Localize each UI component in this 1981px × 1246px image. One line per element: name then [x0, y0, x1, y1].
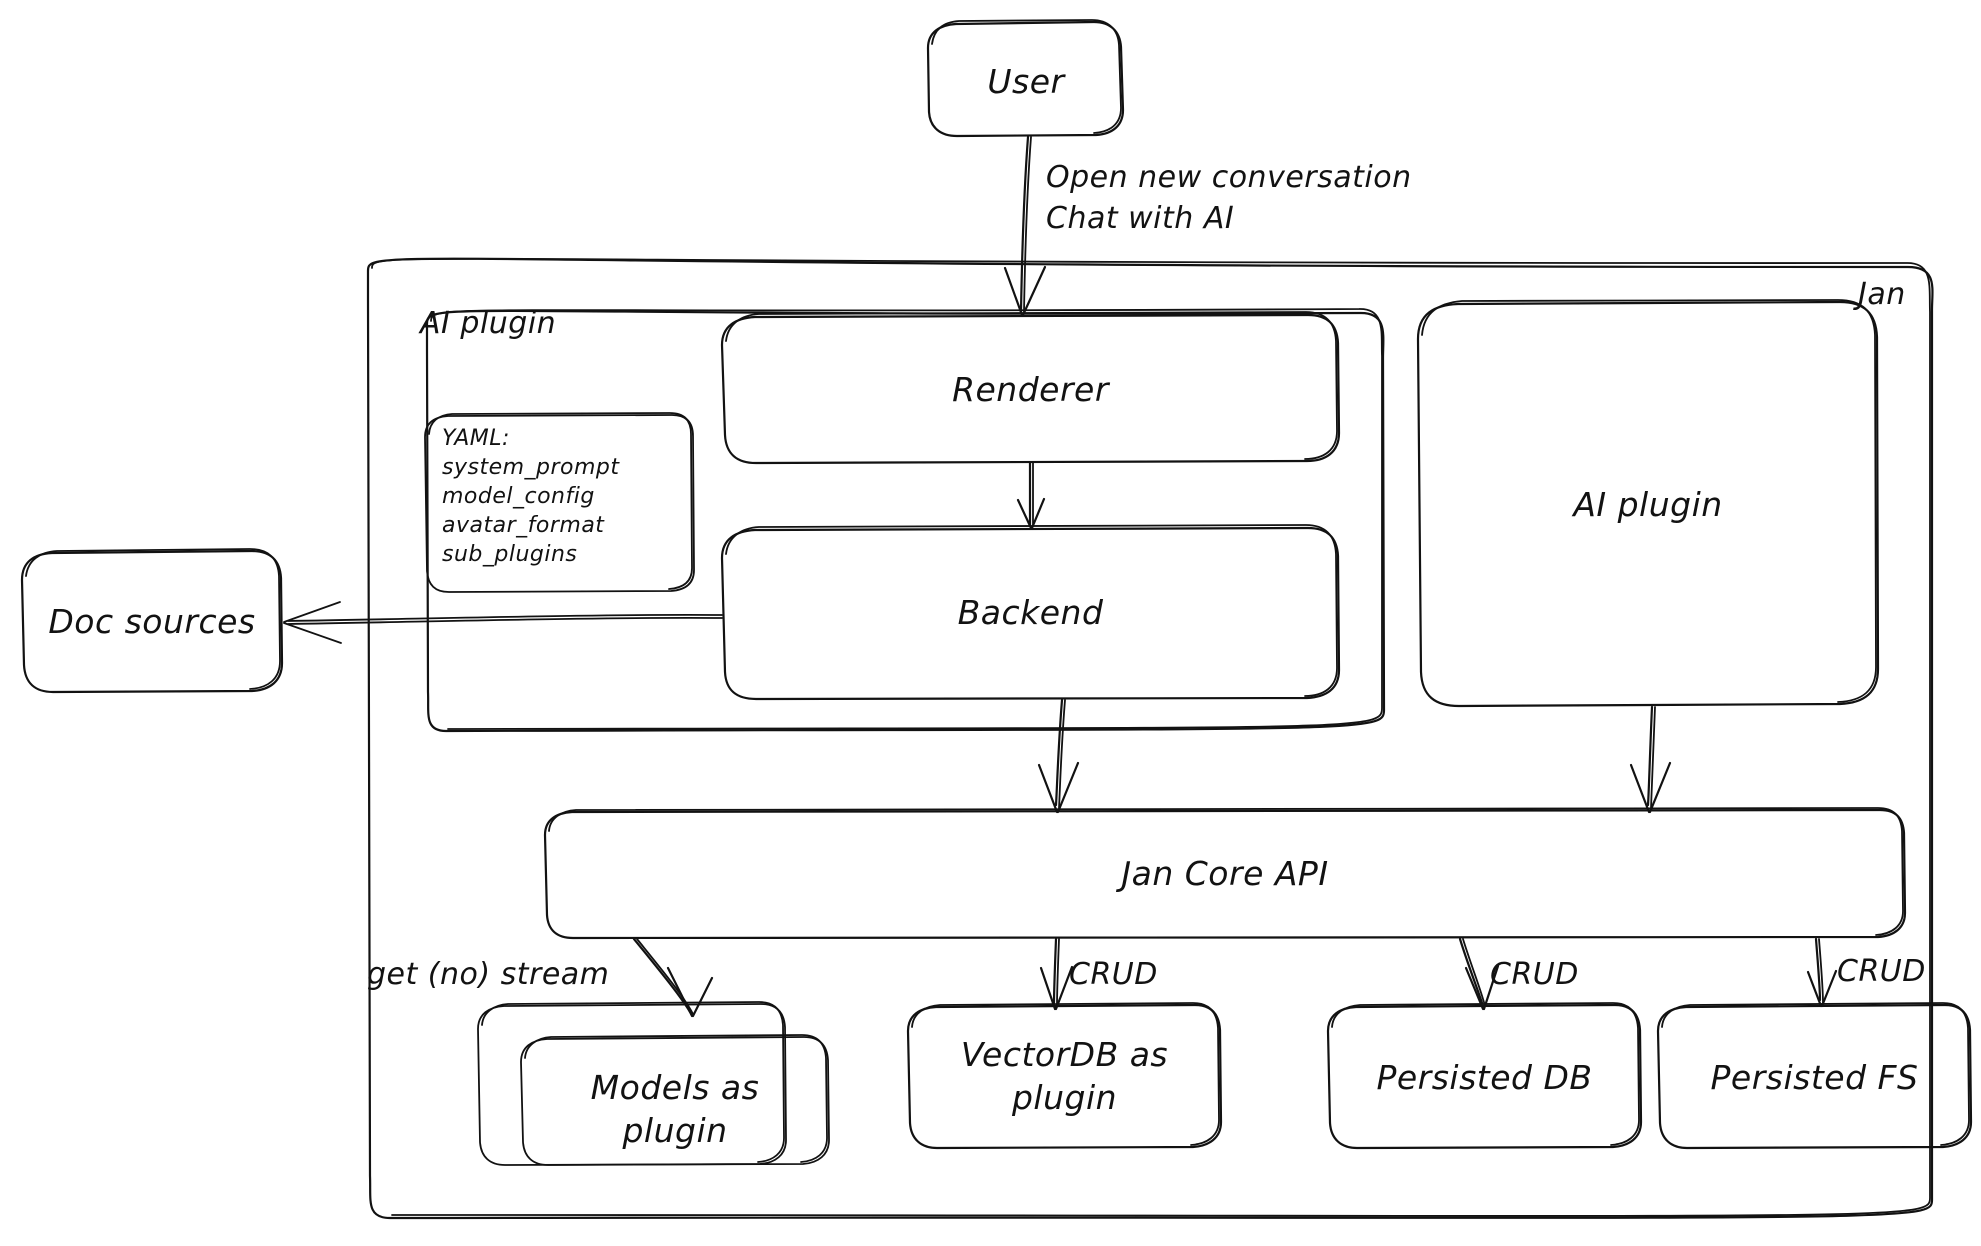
user-box-shape [926, 19, 1125, 138]
edge-core-to-persisted-fs [1806, 937, 1838, 1008]
jan-core-api-label: Jan Core API [1121, 853, 1329, 893]
edge-label-core-to-persisted-fs: CRUD [1837, 954, 1926, 989]
edge-core-to-models [632, 937, 714, 1018]
backend-label: Backend [957, 592, 1104, 632]
edge-user-to-renderer [1003, 135, 1047, 317]
models-plugin-label: Models as plugin [590, 1068, 760, 1150]
models-plugin-front-shape [520, 1034, 830, 1166]
vectordb-plugin-label: VectorDB as plugin [960, 1035, 1169, 1117]
edge-label-core-to-persisted-db: CRUD [1490, 957, 1579, 992]
edge-label-core-to-vectordb: CRUD [1069, 957, 1158, 992]
persisted-fs-box-shape [1656, 1002, 1973, 1150]
vectordb-plugin-box-shape [906, 1002, 1223, 1150]
renderer-box-shape [720, 311, 1341, 465]
renderer-label: Renderer [952, 369, 1109, 409]
edge-label-core-to-models: get (no) stream [367, 957, 610, 992]
jan-container-shape [366, 257, 1934, 1220]
ai-plugin-container-label: AI plugin [420, 306, 557, 341]
edge-core-to-vectordb [1039, 937, 1074, 1011]
doc-sources-label: Doc sources [48, 601, 256, 641]
yaml-note-box-shape [424, 412, 695, 593]
backend-box-shape [720, 524, 1341, 701]
persisted-db-box-shape [1326, 1002, 1643, 1150]
models-plugin-back-shape [477, 1001, 787, 1166]
doc-sources-box-shape [20, 548, 284, 694]
jan-container-label: Jan [1858, 277, 1906, 312]
user-label: User [987, 61, 1065, 101]
jan-core-api-box-shape [543, 807, 1907, 940]
edge-ai-plugin-to-core [1629, 705, 1672, 814]
ai-plugin-container-shape [425, 308, 1386, 733]
persisted-db-label: Persisted DB [1376, 1057, 1593, 1097]
edge-renderer-to-backend [1016, 461, 1046, 530]
edge-backend-to-core [1037, 698, 1080, 814]
persisted-fs-label: Persisted FS [1710, 1057, 1919, 1097]
edge-label-user-to-renderer: Open new conversation Chat with AI [1046, 160, 1412, 236]
edge-backend-to-doc-sources [283, 601, 723, 644]
edge-core-to-persisted-db [1458, 937, 1500, 1011]
ai-plugin-box-shape [1416, 299, 1880, 708]
ai-plugin-box-label: AI plugin [1573, 484, 1723, 524]
yaml-note-text: YAML: system_prompt model_config avatar_… [442, 426, 620, 568]
